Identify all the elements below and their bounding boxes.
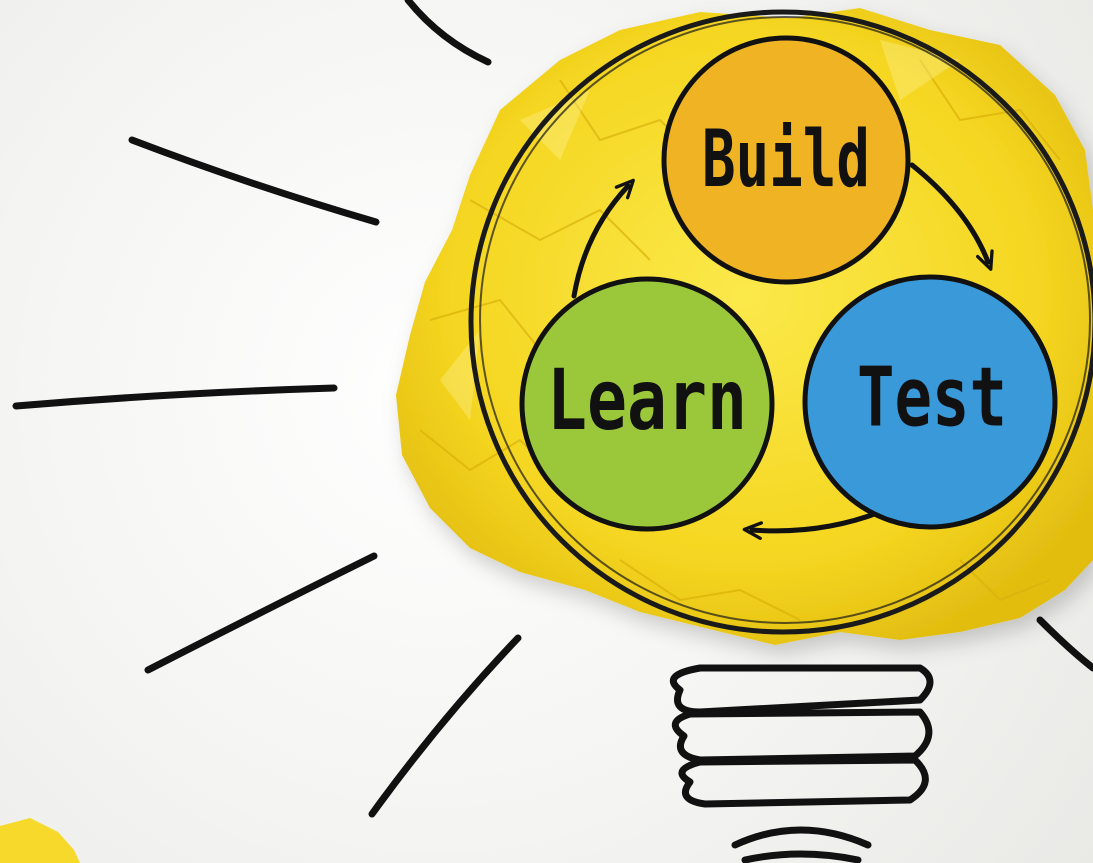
stage-build: Build bbox=[661, 35, 911, 285]
ray-upper-left bbox=[128, 136, 380, 226]
stage-test: Test bbox=[802, 274, 1058, 530]
stage-test-label: Test bbox=[857, 351, 1007, 446]
stage-learn: Learn bbox=[519, 276, 775, 532]
arrow-learn-to-build bbox=[571, 178, 635, 299]
ray-bottom-right bbox=[1036, 616, 1093, 672]
stage-build-label: Build bbox=[702, 115, 870, 205]
stage-learn-label: Learn bbox=[547, 351, 747, 449]
ray-lower-left bbox=[144, 552, 378, 674]
arrow-test-to-learn bbox=[742, 509, 883, 540]
stage-learn-circle bbox=[519, 276, 775, 532]
stage-test-circle bbox=[802, 274, 1058, 530]
cycle-outer-ring bbox=[468, 9, 1093, 635]
stage-build-circle bbox=[661, 35, 911, 285]
cycle-arrows bbox=[571, 162, 994, 540]
light-rays bbox=[12, 0, 1093, 818]
arrow-build-to-test bbox=[909, 162, 994, 271]
bulb-screw-base bbox=[669, 664, 934, 863]
ray-bottom-left bbox=[368, 634, 522, 818]
paper-scrap-corner bbox=[0, 818, 80, 863]
ray-top bbox=[404, 0, 492, 66]
ray-middle-left bbox=[12, 384, 338, 410]
